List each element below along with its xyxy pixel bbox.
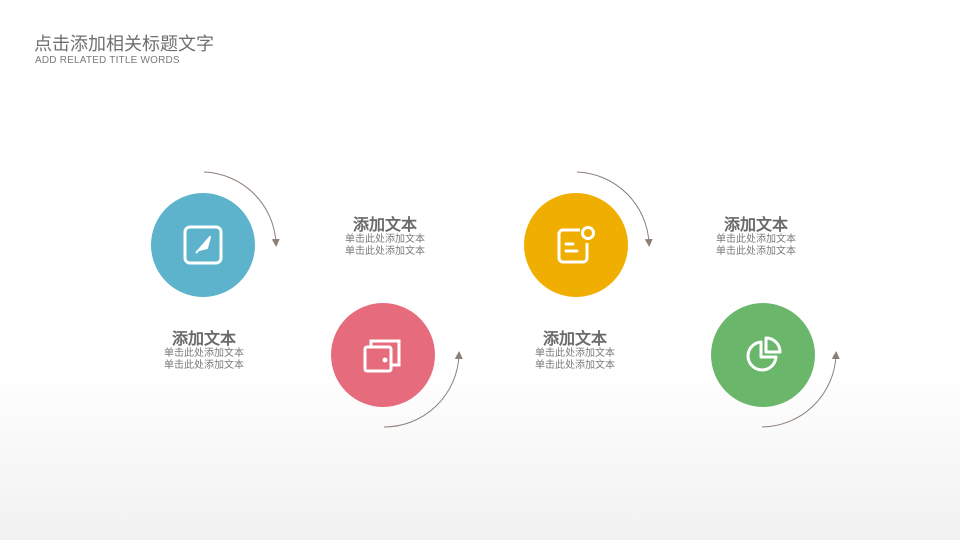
arc-arrow-4	[761, 351, 840, 428]
stacked-windows-icon	[363, 339, 401, 373]
step-4-line-2: 单击此处添加文本	[716, 246, 796, 257]
step-3-title: 添加文本	[542, 329, 607, 348]
step-1-line-1: 单击此处添加文本	[164, 348, 244, 359]
step-2-line-1: 单击此处添加文本	[345, 234, 425, 245]
step-2-text: 添加文本 单击此处添加文本 单击此处添加文本	[310, 216, 460, 258]
step-4-text: 添加文本 单击此处添加文本 单击此处添加文本	[681, 216, 831, 258]
step-2-line-2: 单击此处添加文本	[345, 246, 425, 257]
compass-icon	[183, 225, 223, 265]
arc-arrow-1	[203, 171, 280, 247]
step-4-title: 添加文本	[723, 215, 788, 234]
step-3-circle	[524, 193, 628, 297]
arc-arrow-3	[576, 171, 653, 247]
step-2-title: 添加文本	[352, 215, 417, 234]
step-4-circle	[711, 303, 815, 407]
page-subtitle: ADD RELATED TITLE WORDS	[35, 55, 180, 66]
notification-card-icon	[557, 226, 595, 264]
arc-arrow-2	[383, 351, 463, 428]
page-title: 点击添加相关标题文字	[34, 34, 214, 55]
step-1-line-2: 单击此处添加文本	[164, 360, 244, 371]
step-1-circle	[151, 193, 255, 297]
pie-chart-icon	[746, 336, 782, 372]
step-3-line-1: 单击此处添加文本	[535, 348, 615, 359]
step-3-line-2: 单击此处添加文本	[535, 360, 615, 371]
step-4-line-1: 单击此处添加文本	[716, 234, 796, 245]
step-2-circle	[331, 303, 435, 407]
step-3-text: 添加文本 单击此处添加文本 单击此处添加文本	[500, 330, 650, 372]
step-1-title: 添加文本	[171, 329, 236, 348]
step-1-text: 添加文本 单击此处添加文本 单击此处添加文本	[129, 330, 279, 372]
